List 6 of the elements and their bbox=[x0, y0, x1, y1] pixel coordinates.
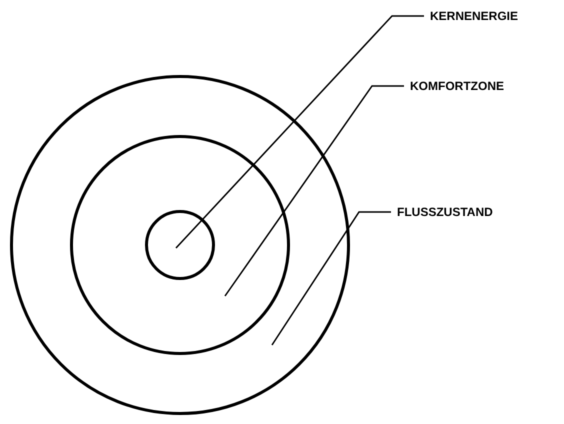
leader-line bbox=[224, 85, 404, 296]
leader-line bbox=[271, 211, 391, 346]
zone-label: KERNENERGIE bbox=[430, 9, 518, 23]
leader-line bbox=[175, 15, 424, 249]
zone-label: FLUSSZUSTAND bbox=[397, 205, 493, 219]
zone-label: KOMFORTZONE bbox=[410, 79, 504, 93]
